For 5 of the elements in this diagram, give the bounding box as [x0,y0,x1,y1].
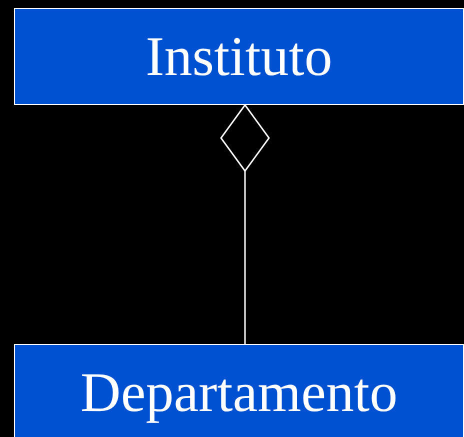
class-box [14,344,464,437]
class-box [14,8,464,105]
class-name: Instituto [146,28,332,84]
class-name: Departamento [80,365,398,421]
aggregation-connector [220,104,270,344]
